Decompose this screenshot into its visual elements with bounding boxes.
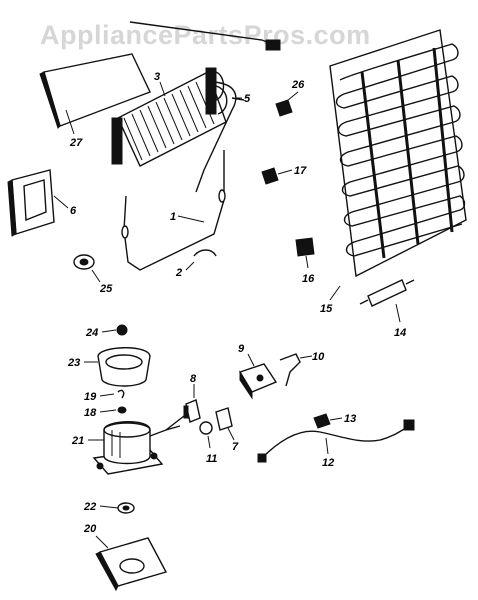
- part-14-drier: [359, 279, 415, 323]
- callout-1: 1: [170, 211, 176, 223]
- part-18-grommet: [99, 406, 127, 414]
- callout-9: 9: [238, 343, 245, 355]
- part-9-control-box: [238, 353, 278, 400]
- part-10-bracket: [279, 353, 313, 387]
- top-clip: [265, 39, 281, 51]
- part-24-nut: [101, 324, 128, 336]
- part-16-bracket: [295, 237, 315, 269]
- callout-17: 17: [294, 165, 307, 177]
- callout-22: 22: [83, 501, 96, 513]
- callout-27: 27: [69, 137, 83, 149]
- callout-12: 12: [322, 457, 334, 469]
- callout-7: 7: [232, 441, 239, 453]
- part-20-base-plate: [95, 535, 168, 592]
- callout-13: 13: [344, 413, 356, 425]
- part-26-clip: [275, 91, 299, 117]
- callout-11: 11: [206, 453, 217, 465]
- callout-3: 3: [154, 71, 160, 83]
- callout-5: 5: [244, 93, 251, 105]
- callout-15: 15: [320, 303, 333, 315]
- callout-19: 19: [84, 391, 97, 403]
- callout-2: 2: [175, 267, 182, 279]
- part-22-grommet: [99, 502, 135, 514]
- callout-14: 14: [394, 327, 406, 339]
- part-27-insulation-pad: [39, 53, 151, 135]
- part-5-tube: [195, 81, 245, 193]
- watermark: AppliancePartsPros.com: [40, 20, 371, 50]
- callout-24: 24: [85, 327, 98, 339]
- part-11-cap: [199, 421, 213, 449]
- part-21-compressor: [88, 421, 181, 475]
- part-2-clamp: [185, 249, 217, 271]
- part-7-overload: [215, 407, 235, 441]
- part-3-condenser: [111, 67, 228, 167]
- part-13-clip: [313, 413, 343, 429]
- compressor-connector: [165, 415, 185, 431]
- callout-26: 26: [291, 79, 305, 91]
- part-17-clip: [261, 167, 293, 185]
- part-15-evaporator: [329, 29, 467, 301]
- callout-16: 16: [302, 273, 315, 285]
- callout-8: 8: [190, 373, 197, 385]
- part-23-cover: [84, 347, 151, 387]
- part-6-drip-tray: [7, 169, 69, 237]
- callout-23: 23: [67, 357, 80, 369]
- callout-25: 25: [99, 283, 113, 295]
- callout-20: 20: [83, 523, 97, 535]
- callout-21: 21: [71, 435, 84, 447]
- callout-10: 10: [312, 351, 325, 363]
- callout-6: 6: [70, 205, 77, 217]
- part-1-capillary-tube: [121, 150, 226, 271]
- callout-18: 18: [84, 407, 97, 419]
- part-12-power-cord: [257, 419, 415, 463]
- part-8-relay: [183, 384, 201, 423]
- part-19-clip: [99, 389, 125, 399]
- part-25-grommet: [73, 254, 101, 283]
